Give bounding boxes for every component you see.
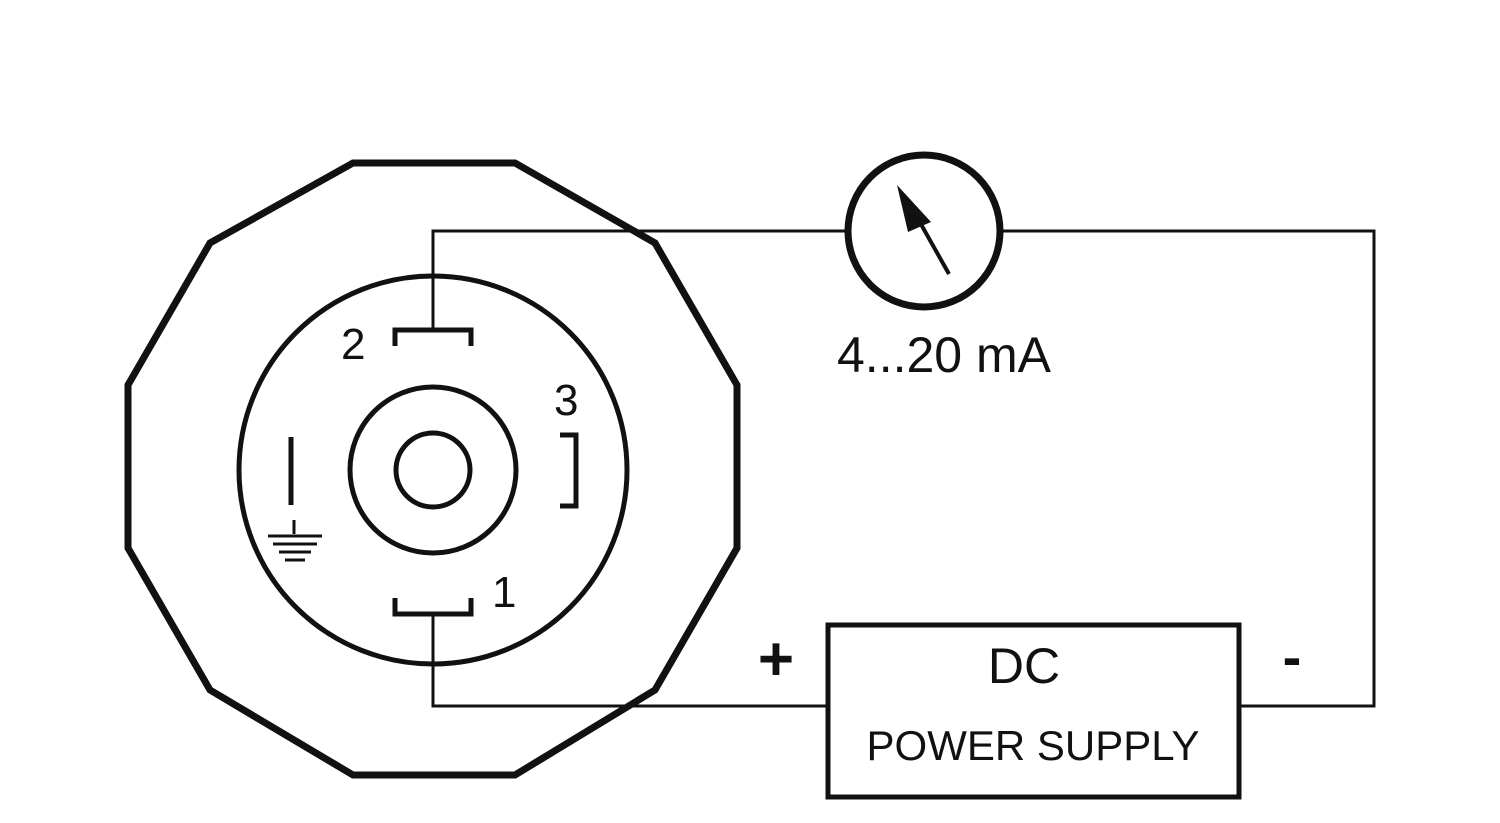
connector-center-ring — [347, 384, 519, 556]
pin-2-label: 2 — [341, 320, 365, 369]
wire-pin2-to-meter — [431, 229, 848, 330]
pin-3-label: 3 — [554, 376, 578, 425]
pin-1-label: 1 — [492, 568, 516, 617]
ground-icon — [268, 520, 322, 562]
ammeter-body — [844, 151, 1004, 311]
connector-inner-ring — [236, 273, 630, 667]
power-supply-title: DC — [988, 638, 1060, 694]
power-supply-plus-label: + — [758, 625, 794, 694]
pin-2-contact — [392, 327, 474, 346]
pin-1-contact — [392, 598, 474, 617]
connector-center-pin — [393, 430, 473, 510]
pin-3-contact — [560, 432, 579, 509]
power-supply-subtitle: POWER SUPPLY — [867, 722, 1200, 769]
ammeter-range-label: 4...20 mA — [837, 327, 1052, 383]
power-supply-minus-label: - — [1283, 625, 1302, 688]
connector-outer-housing — [124, 159, 741, 779]
ammeter-needle-icon — [897, 185, 951, 275]
wire-meter-to-supply-minus — [1001, 229, 1376, 708]
power-supply-box — [825, 622, 1242, 800]
wire-pin1-to-supply-plus — [431, 614, 828, 708]
